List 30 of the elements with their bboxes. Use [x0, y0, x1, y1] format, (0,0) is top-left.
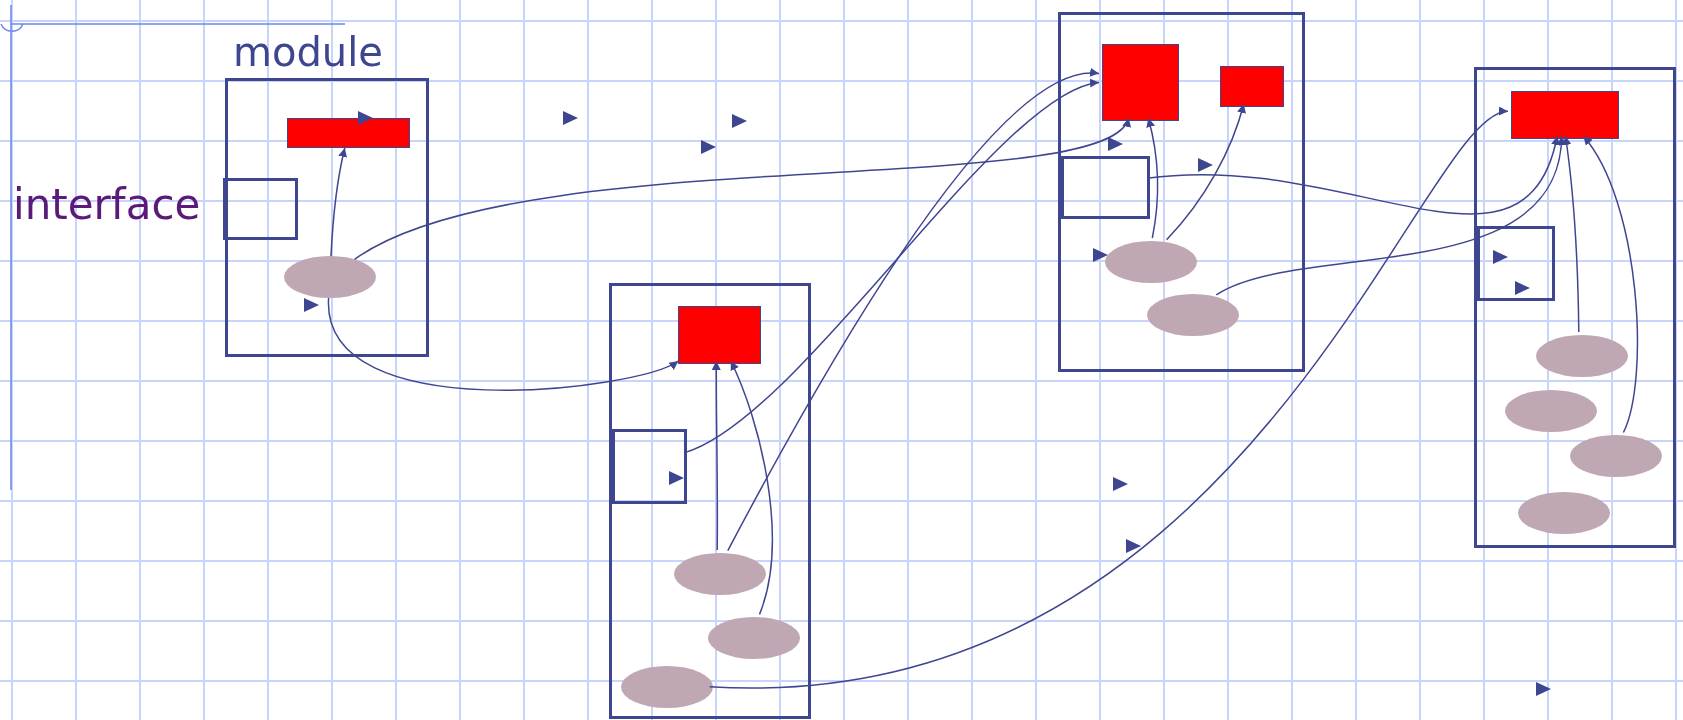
- connector-arrow: [1146, 117, 1159, 239]
- interface-frame: [1061, 156, 1150, 219]
- filled-rectangle: [1102, 44, 1179, 121]
- connector-arrow: [1215, 135, 1565, 296]
- interface-frame: [1477, 226, 1555, 301]
- module-heading: module: [233, 32, 383, 72]
- oval-shape: [1518, 492, 1610, 534]
- oval-shape: [621, 666, 713, 708]
- interface-label: interface: [13, 184, 201, 226]
- module-frame: [1474, 67, 1676, 548]
- connector-arrow: [683, 80, 1100, 454]
- interface-frame: [612, 429, 687, 504]
- connector-arrow: [330, 147, 348, 257]
- oval-shape: [674, 553, 766, 595]
- connector-arrow: [1165, 103, 1246, 241]
- connector-arrow: [1562, 135, 1580, 333]
- connector-arrow: [353, 117, 1130, 261]
- filled-rectangle: [1511, 91, 1619, 139]
- connector-arrow: [1582, 135, 1639, 434]
- connector-arrow: [708, 110, 1509, 688]
- filled-rectangle: [678, 306, 761, 364]
- filled-rectangle: [287, 118, 410, 148]
- module-frame: [609, 283, 811, 719]
- connector-arrow: [730, 360, 773, 616]
- connector-arrow: [711, 360, 721, 551]
- connector-arrow: [1146, 135, 1559, 215]
- filled-rectangle: [1220, 66, 1284, 107]
- connector-arrow: [727, 69, 1100, 552]
- module-frame: [1058, 12, 1305, 372]
- connector-arrow: [327, 297, 680, 391]
